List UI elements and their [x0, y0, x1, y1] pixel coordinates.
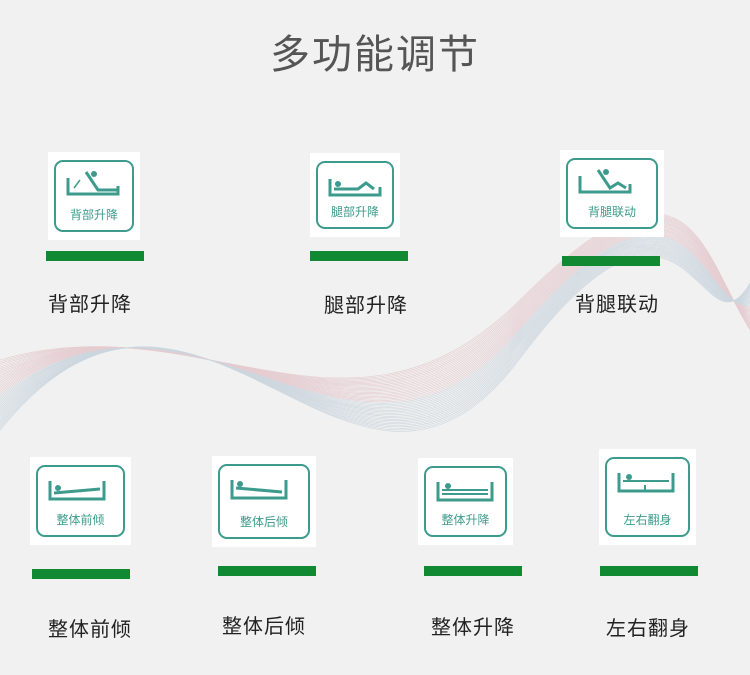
wave-line: [0, 254, 750, 431]
icon-caption: 腿部升降: [330, 205, 379, 219]
feature-label: 整体后倾: [222, 614, 306, 638]
green-bar: [46, 251, 144, 261]
icon-caption: 整体前倾: [56, 513, 105, 527]
green-bar: [310, 251, 408, 261]
feature-icon-tile: 整体升降: [418, 458, 513, 545]
feature-icon-tile: 背腿联动: [560, 150, 664, 237]
icon-caption: 背部升降: [69, 208, 118, 222]
wave-line: [0, 245, 750, 417]
icon-caption: 左右翻身: [623, 513, 672, 527]
feature-label: 背腿联动: [575, 292, 659, 316]
feature-icon-tile: 背部升降: [48, 152, 140, 240]
green-bar: [600, 566, 698, 576]
feature-icon-tile: 腿部升降: [310, 153, 400, 237]
feature-label: 左右翻身: [606, 616, 690, 640]
wave-line: [0, 244, 750, 416]
bed-tilt-back-icon: [230, 480, 288, 500]
bed-leg-raise-icon: [328, 179, 382, 197]
wave-line: [0, 242, 750, 414]
feature-label: 背部升降: [48, 292, 132, 316]
wave-line: [0, 255, 750, 432]
feature-icon-tile: 整体后倾: [212, 456, 316, 547]
green-bar: [424, 566, 522, 576]
feature-label: 整体升降: [431, 615, 515, 639]
bed-tilt-forward-icon: [48, 481, 106, 501]
icon-caption: 背腿联动: [587, 205, 636, 219]
green-bar: [562, 256, 660, 266]
bed-lift-icon: [436, 482, 494, 502]
wave-line: [0, 241, 750, 413]
green-bar: [218, 566, 316, 576]
page-title: 多功能调节: [270, 32, 480, 78]
green-bar: [32, 569, 130, 579]
feature-label: 腿部升降: [324, 293, 408, 317]
bed-back-leg-link-icon: [578, 169, 632, 194]
feature-icon-tile: 左右翻身: [599, 449, 696, 545]
bed-side-turn-icon: [617, 473, 675, 493]
wave-line: [0, 253, 750, 429]
feature-icon-tile: 整体前倾: [30, 457, 131, 545]
wave-line: [0, 240, 750, 411]
feature-label: 整体前倾: [48, 617, 132, 641]
icon-caption: 整体升降: [441, 513, 490, 527]
icon-caption: 整体后倾: [239, 515, 288, 529]
bed-back-raise-icon: [66, 171, 120, 196]
